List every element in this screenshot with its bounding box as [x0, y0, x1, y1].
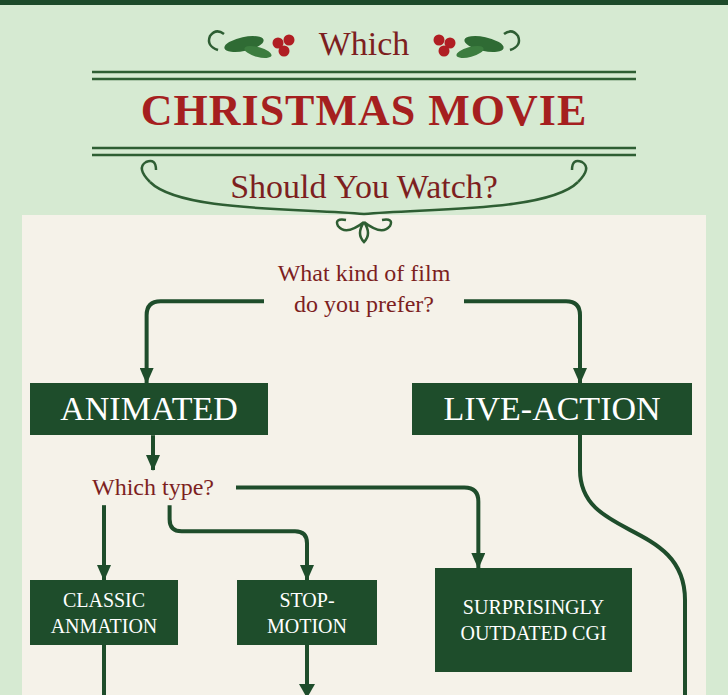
arrowhead	[299, 684, 315, 695]
flow-arrow	[170, 505, 307, 580]
flow-arrow	[102, 505, 106, 580]
heading-text: Should You Watch?	[0, 167, 728, 208]
rule-line	[92, 78, 636, 81]
flow-arrow	[151, 435, 155, 470]
choice-box: ANIMATED	[30, 383, 268, 435]
ornament	[337, 220, 391, 242]
holly-right	[434, 31, 520, 60]
choice-box: STOP- MOTION	[237, 580, 377, 645]
rule-line	[92, 147, 636, 150]
holly-berry	[284, 35, 295, 46]
swirl	[209, 31, 224, 50]
flow-line	[102, 645, 106, 695]
choice-box: SURPRISINGLY OUTDATED CGI	[435, 568, 632, 672]
swirl	[142, 161, 156, 182]
holly-berry	[434, 35, 445, 46]
box-label: LIVE-ACTION	[443, 387, 660, 431]
continuing-lines	[104, 430, 685, 695]
question-text: Which type?	[70, 470, 236, 505]
holly-leaf	[243, 44, 273, 61]
rule-line	[92, 71, 636, 74]
box-label: CLASSIC ANMATION	[40, 587, 168, 639]
flow-line	[305, 645, 309, 686]
question-label: Which type?	[92, 472, 214, 503]
choice-box: LIVE-ACTION	[412, 383, 692, 435]
swirl	[504, 31, 519, 50]
flow-arrow	[236, 488, 478, 568]
holly-left	[209, 31, 295, 60]
box-label: SURPRISINGLY OUTDATED CGI	[445, 594, 622, 646]
flow-arrow	[147, 301, 264, 383]
heading-text: Which	[0, 24, 728, 65]
holly-berry	[439, 46, 450, 57]
box-label: STOP- MOTION	[247, 587, 367, 639]
holly-berry	[279, 46, 290, 57]
box-label: ANIMATED	[60, 387, 238, 431]
rule-line	[92, 154, 636, 157]
swirl	[572, 161, 586, 182]
flow-arrow	[464, 301, 580, 383]
question-text: What kind of film do you prefer?	[264, 256, 464, 322]
top-border	[0, 0, 728, 5]
holly-leaf	[455, 44, 485, 61]
title: CHRISTMAS MOVIE	[0, 86, 728, 137]
choice-box: CLASSIC ANMATION	[30, 580, 178, 645]
question-label: What kind of film do you prefer?	[266, 258, 462, 320]
